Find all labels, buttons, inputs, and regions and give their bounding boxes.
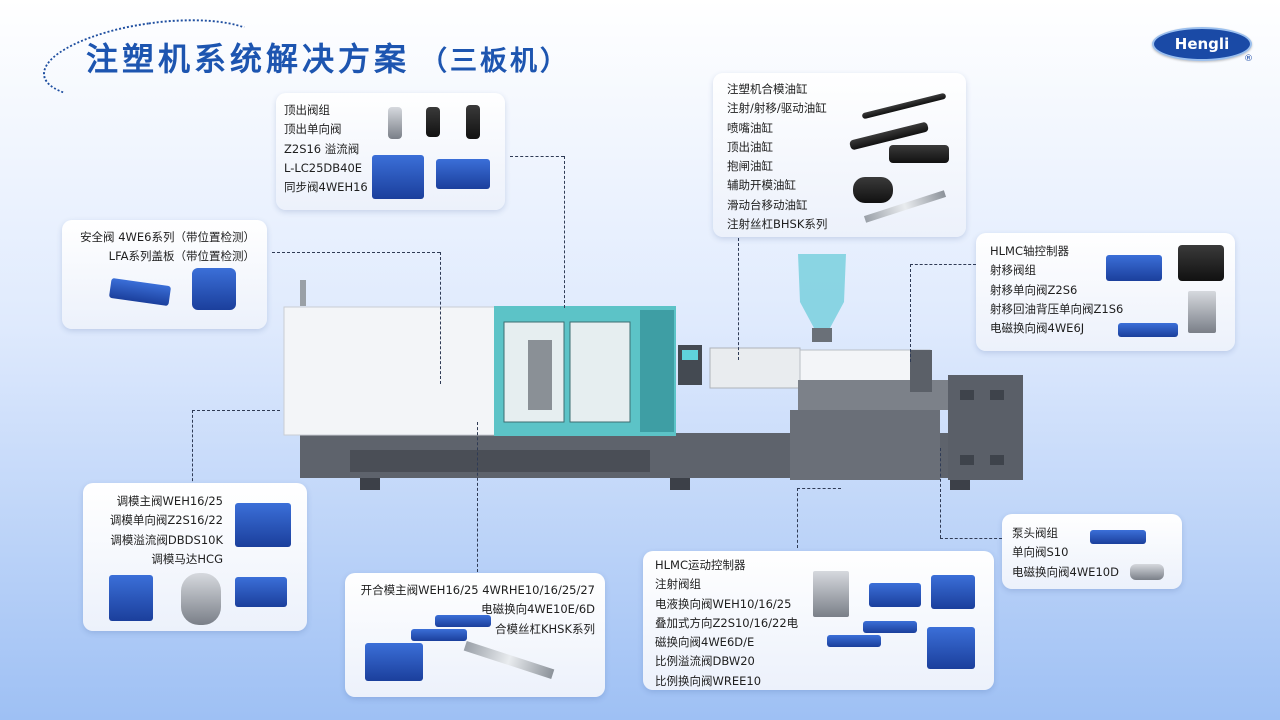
- solenoid-valve-icon: [1090, 530, 1146, 544]
- cartridge-valve-icon: [466, 105, 480, 139]
- card-line: 注塑机合模油缸: [727, 82, 808, 96]
- injection-molding-machine: [283, 254, 1023, 490]
- card-line: 调模单向阀Z2S16/22: [109, 513, 223, 528]
- card-hlmc-motion-controller: HLMC运动控制器 注射阀组 电液换向阀WEH10/16/25 叠加式方向Z2S…: [643, 551, 994, 690]
- valve-block-icon: [192, 268, 236, 310]
- hydraulic-cylinder-icon: [853, 177, 893, 203]
- card-line: 单向阀S10: [1012, 545, 1069, 560]
- leader-line: [797, 488, 841, 489]
- registered-mark: ®: [1244, 54, 1253, 64]
- card-line: LFA系列盖板（带位置检测）: [108, 249, 255, 264]
- card-clamp-valves: 开合模主阀WEH16/25 4WRHE10/16/25/27 电磁换向4WE10…: [345, 573, 605, 697]
- card-line: 电磁换向阀4WE6J: [990, 321, 1085, 336]
- cartridge-valve-icon: [426, 107, 440, 137]
- leader-line: [272, 252, 440, 253]
- card-line: 调模马达HCG: [151, 551, 223, 566]
- cartridge-valve-icon: [388, 107, 402, 139]
- card-line: 电磁换向阀4WE10D: [1012, 564, 1119, 579]
- leader-line: [940, 538, 1002, 539]
- clamp-unit-cover: [283, 306, 497, 436]
- card-line: 射移单向阀Z2S6: [990, 282, 1078, 297]
- card-line: 磁换向阀4WE6D/E: [655, 635, 755, 650]
- solenoid-valve-icon: [863, 621, 917, 633]
- leader-line: [510, 156, 564, 157]
- page-title: 注塑机系统解决方案 （三板机）: [86, 34, 570, 80]
- card-line: 调模主阀WEH16/25: [116, 494, 223, 508]
- solenoid-valve-icon: [1118, 323, 1178, 337]
- valve-block-icon: [1106, 255, 1162, 281]
- leader-line: [940, 448, 941, 538]
- leader-line: [910, 264, 976, 265]
- card-line: 喷嘴油缸: [727, 120, 773, 135]
- card-mold-adjustment: 调模主阀WEH16/25 调模单向阀Z2S16/22 调模溢流阀DBDS10K …: [83, 483, 307, 631]
- card-line: 电液换向阀WEH10/16/25: [655, 596, 792, 611]
- leader-line: [564, 156, 565, 308]
- valve-block-icon: [869, 583, 921, 607]
- check-valve-icon: [1130, 564, 1164, 580]
- solenoid-valve-icon: [435, 615, 491, 627]
- leader-line: [192, 410, 193, 486]
- material-hopper: [798, 254, 846, 328]
- leader-line: [477, 422, 478, 572]
- hydraulic-motor-icon: [181, 573, 221, 625]
- valve-block-icon: [1178, 245, 1224, 281]
- card-line: 滑动台移动油缸: [727, 197, 808, 212]
- card-line: HLMC运动控制器: [655, 558, 746, 572]
- leader-line: [910, 264, 911, 362]
- solenoid-valve-icon: [827, 635, 881, 647]
- card-line: 合模丝杠KHSK系列: [494, 621, 595, 636]
- page-title-main: 注塑机系统解决方案: [86, 40, 411, 78]
- card-ejector-valves: 顶出阀组 顶出单向阀 Z2S16 溢流阀 L-LC25DB40E 同步阀4WEH…: [276, 93, 505, 210]
- card-line: 注射阀组: [655, 577, 701, 592]
- valve-block-icon: [436, 159, 490, 189]
- card-hydraulic-cylinders: 注塑机合模油缸 注射/射移/驱动油缸 喷嘴油缸 顶出油缸 抱闸油缸 辅助开模油缸…: [713, 73, 966, 237]
- electrical-cabinet: [948, 375, 1023, 480]
- controller-module-icon: [1188, 291, 1216, 333]
- card-line: 比例溢流阀DBW20: [655, 654, 755, 669]
- card-line: 抱闸油缸: [727, 159, 773, 174]
- card-line: 注射/射移/驱动油缸: [727, 101, 827, 116]
- card-safety-valve: 安全阀 4WE6系列（带位置检测） LFA系列盖板（带位置检测）: [62, 220, 267, 329]
- solenoid-valve-icon: [235, 503, 291, 547]
- solenoid-valve-icon: [108, 277, 172, 307]
- proportional-valve-icon: [927, 627, 975, 669]
- relief-valve-icon: [109, 575, 153, 621]
- card-line: 调模溢流阀DBDS10K: [110, 532, 223, 547]
- card-pump-head-valves: 泵头阀组 单向阀S10 电磁换向阀4WE10D: [1002, 514, 1182, 589]
- hydraulic-cylinder-icon: [889, 145, 949, 163]
- controller-module-icon: [813, 571, 849, 617]
- card-line: 同步阀4WEH16: [284, 180, 368, 195]
- card-line: Z2S16 溢流阀: [284, 141, 360, 156]
- hengli-logo: Hengli: [1152, 27, 1252, 61]
- card-line: 辅助开模油缸: [727, 178, 796, 193]
- card-line: 注射丝杠BHSK系列: [727, 217, 828, 232]
- card-hlmc-axis-controller: HLMC轴控制器 射移阀组 射移单向阀Z2S6 射移回油背压单向阀Z1S6 电磁…: [976, 233, 1235, 351]
- ball-screw-icon: [463, 641, 555, 679]
- leader-line: [192, 410, 280, 411]
- leader-line: [797, 488, 798, 548]
- hydraulic-cylinder-icon: [861, 92, 947, 120]
- card-line: 顶出阀组: [284, 103, 330, 117]
- card-line: 顶出油缸: [727, 139, 773, 154]
- card-line: 泵头阀组: [1012, 526, 1058, 540]
- card-line: 安全阀 4WE6系列（带位置检测）: [80, 230, 255, 244]
- proportional-valve-icon: [365, 643, 423, 681]
- solenoid-valve-icon: [931, 575, 975, 609]
- card-line: 顶出单向阀: [284, 122, 342, 137]
- card-line: 开合模主阀WEH16/25 4WRHE10/16/25/27: [360, 583, 595, 597]
- solenoid-valve-icon: [411, 629, 467, 641]
- solenoid-valve-icon: [372, 155, 424, 199]
- card-line: 电磁换向4WE10E/6D: [481, 602, 595, 617]
- leader-line: [738, 238, 739, 360]
- card-line: 叠加式方向Z2S10/16/22电: [655, 615, 799, 630]
- card-line: L-LC25DB40E: [284, 160, 363, 175]
- page-title-subtitle: （三板机）: [420, 46, 571, 77]
- card-line: HLMC轴控制器: [990, 244, 1070, 258]
- card-line: 比例换向阀WREE10: [655, 673, 762, 688]
- valve-block-icon: [235, 577, 287, 607]
- card-line: 射移阀组: [990, 263, 1036, 278]
- leader-line: [440, 252, 441, 384]
- card-line: 射移回油背压单向阀Z1S6: [990, 301, 1124, 316]
